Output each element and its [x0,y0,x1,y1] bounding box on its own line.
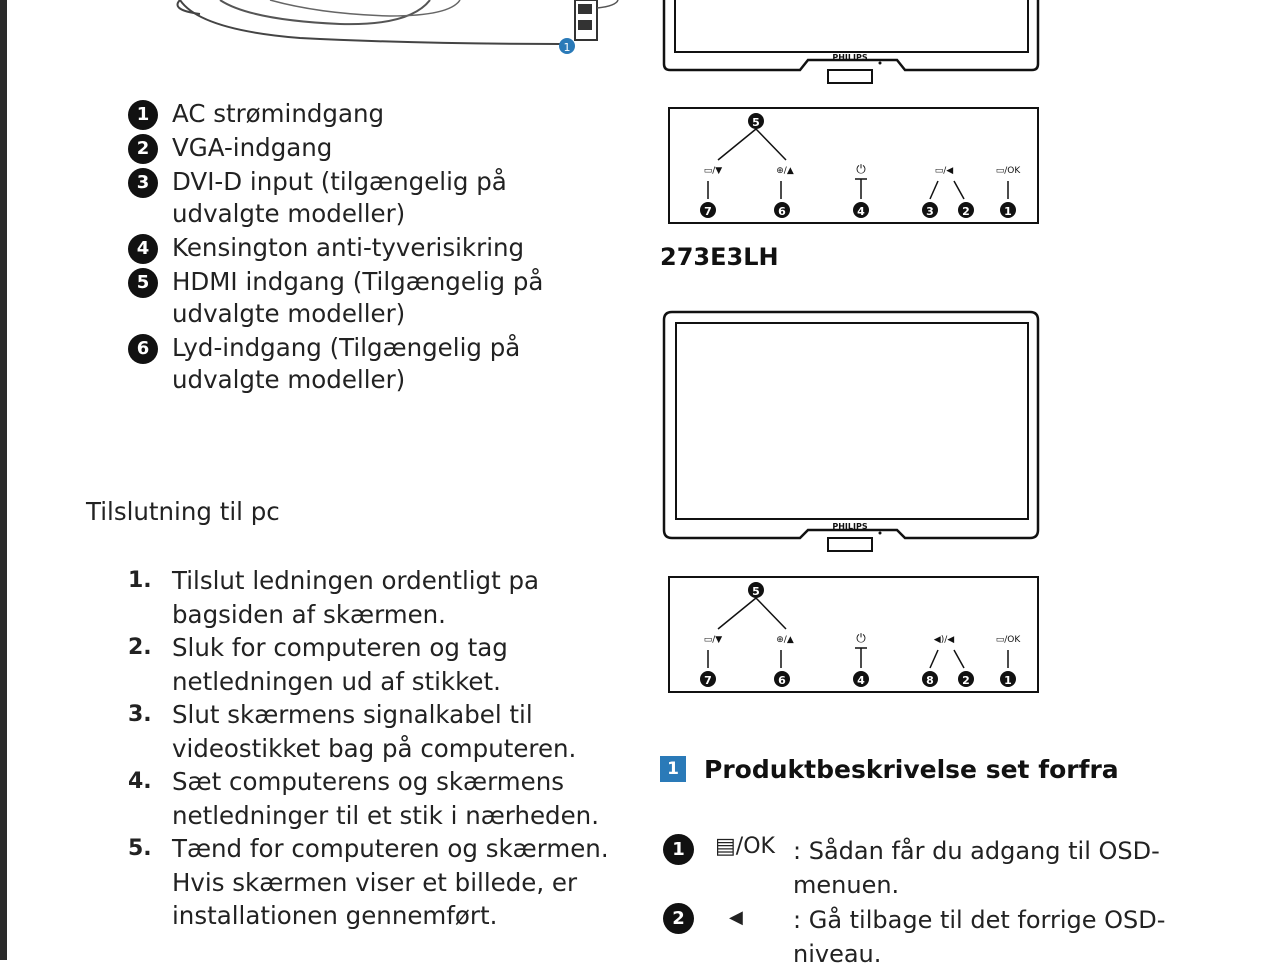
panel-number: 4 [857,205,865,218]
panel-label: ⊕/▲ [776,635,794,645]
panel-number: 6 [778,674,786,687]
callout-1-label: 1 [564,41,571,54]
monitor-front-illustration: PHILIPS [662,0,1040,84]
panel-top-number: 5 [752,585,760,598]
brand-label: PHILIPS [832,53,867,62]
power-icon: ⏻ [856,631,866,645]
panel-number: 2 [962,674,970,687]
panel-number: 1 [1004,674,1012,687]
panel-number: 2 [962,205,970,218]
power-icon: ⏻ [856,162,866,176]
number-badge: 6 [128,334,158,364]
brand-label: PHILIPS [832,522,867,531]
panel-number: 3 [926,205,934,218]
connection-steps: 1.Tilslut ledningen ordentligt pa bagsid… [128,564,628,933]
menu-ok-icon: ▤/OK [715,834,775,859]
panel-label: ⊕/▲ [776,166,794,176]
panel-label: ◀)/◀ [934,635,954,645]
panel-label: ▭/OK [996,166,1022,176]
list-item: 5.Tænd for computeren og skærmen. Hvis s… [128,834,609,930]
panel-number: 8 [926,674,934,687]
number-badge: 2 [663,903,694,934]
panel-label: ▭/◀ [935,166,954,176]
feature-description: : Gå tilbage til det forrige OSD-niveau. [793,906,1166,968]
number-badge: 3 [128,168,158,198]
panel-number: 1 [1004,205,1012,218]
panel-top-number: 5 [752,116,760,129]
number-badge: 1 [128,100,158,130]
list-item: 1.Tilslut ledningen ordentligt pa bagsid… [128,566,540,629]
feature-description: : Sådan får du adgang til OSD-menuen. [793,837,1160,899]
panel-label: ▭/▼ [704,635,723,645]
list-item: 3.Slut skærmens signalkabel til videosti… [128,700,577,763]
pc-connection-heading: Tilslutning til pc [86,497,280,526]
section-heading: 1 Produktbeskrivelse set forfra [660,755,1119,784]
back-arrow-icon: ◀ [729,907,743,928]
section-number-badge: 1 [660,756,686,782]
cable-illustration: 1 [176,0,619,54]
number-badge: 2 [128,134,158,164]
viewer-left-edge [0,0,7,960]
button-panel-diagram: 5 ▭/▼ ⊕/▲ ⏻ ▭/◀ ▭/OK 7 6 4 3 2 1 [668,107,1039,224]
list-item: 4.Sæt computerens og skærmens netledning… [128,767,599,830]
monitor-front-illustration: PHILIPS [662,310,1040,552]
panel-number: 6 [778,205,786,218]
panel-label: ▭/▼ [704,166,723,176]
number-badge: 1 [663,834,694,865]
number-badge: 4 [128,234,158,264]
number-badge: 5 [128,268,158,298]
section-title: Produktbeskrivelse set forfra [704,755,1119,784]
panel-number: 4 [857,674,865,687]
model-title: 273E3LH [660,243,779,271]
list-item: 2.Sluk for computeren og tag netledninge… [128,633,508,696]
panel-number: 7 [704,674,712,687]
button-panel-diagram: 5 ▭/▼ ⊕/▲ ⏻ ◀)/◀ ▭/OK 7 6 4 8 2 1 [668,576,1039,693]
panel-label: ▭/OK [996,635,1022,645]
panel-number: 7 [704,205,712,218]
